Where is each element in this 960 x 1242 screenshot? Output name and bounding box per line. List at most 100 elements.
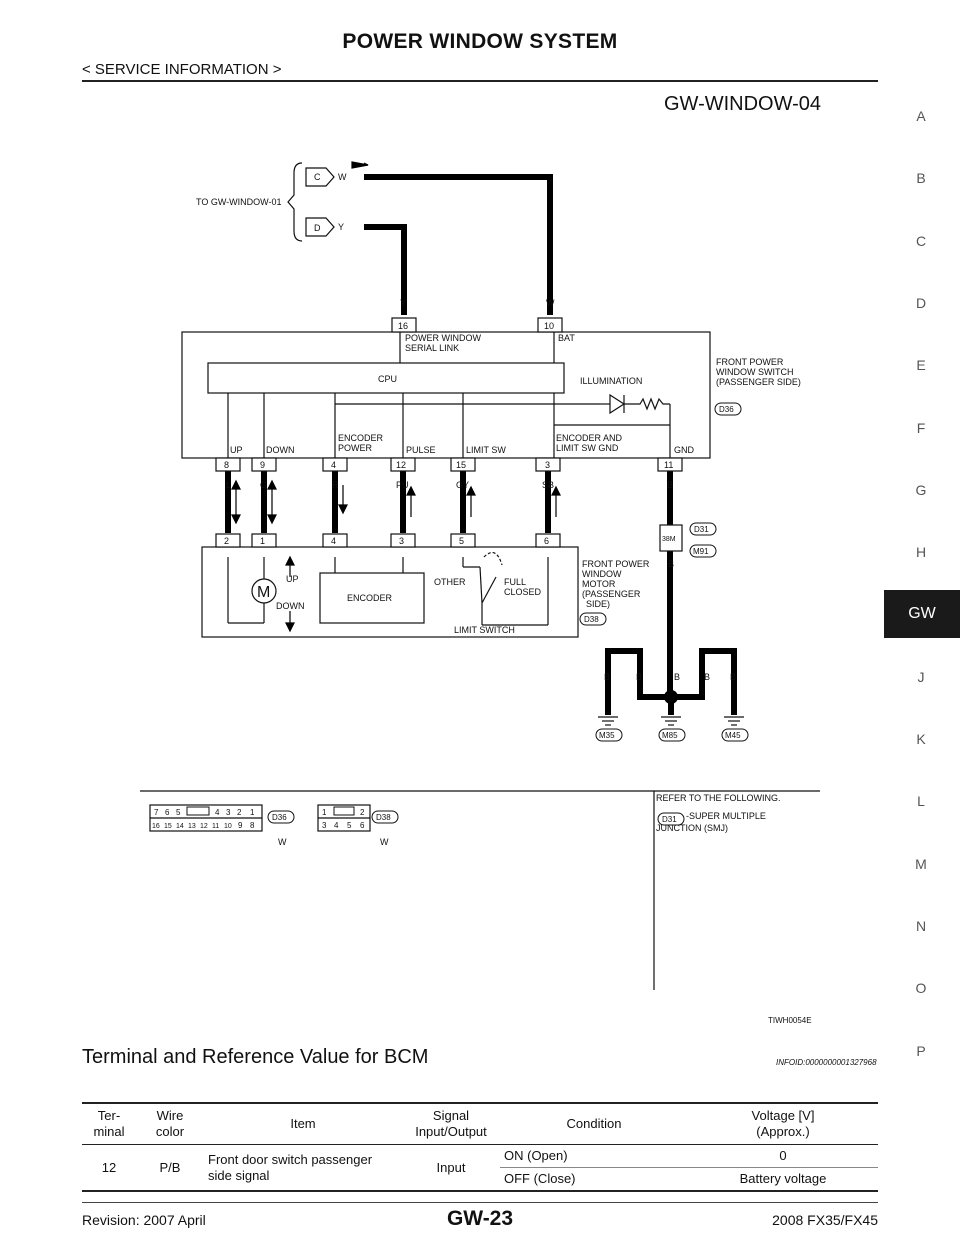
header-voltage-text: Voltage [V] (Approx.) xyxy=(751,1108,815,1139)
illumination-label: ILLUMINATION xyxy=(580,376,642,386)
header-condition-text: Condition xyxy=(566,1116,622,1131)
motor-conn-tag: D38 xyxy=(584,615,599,624)
switch-pin-10: 10 xyxy=(544,321,554,331)
d36-pin-14: 14 xyxy=(176,823,184,830)
side-index-a[interactable]: A xyxy=(916,108,926,124)
cell-item: Front door switch passenger side signal xyxy=(204,1144,402,1192)
ground-m85: M85 xyxy=(662,731,678,740)
motor-pin-1: 1 xyxy=(260,536,265,546)
wire-color-b: B xyxy=(667,480,673,490)
serial-link-label-2: SERIAL LINK xyxy=(405,343,459,353)
d36-pin-5: 5 xyxy=(176,808,181,817)
cell-voltage-1: 0 xyxy=(688,1144,878,1168)
func-gnd: GND xyxy=(674,445,695,455)
motor-pin-2: 2 xyxy=(224,536,229,546)
full-closed-2: CLOSED xyxy=(504,587,542,597)
d36-pin-2: 2 xyxy=(237,808,242,817)
wire-y-label-2: Y xyxy=(400,298,406,308)
section-label: < SERVICE INFORMATION > xyxy=(82,61,282,78)
header-item: Item xyxy=(204,1102,402,1145)
cell-voltage-2: Battery voltage xyxy=(688,1167,878,1192)
bat-label: BAT xyxy=(558,333,575,343)
side-index-b[interactable]: B xyxy=(916,170,926,187)
d38-pin-2: 2 xyxy=(360,808,365,817)
side-index-g[interactable]: G xyxy=(915,481,927,498)
side-index-f[interactable]: F xyxy=(916,419,926,436)
switch-pin-16: 16 xyxy=(398,321,408,331)
side-index-gw[interactable]: GW xyxy=(884,590,960,639)
func-down: DOWN xyxy=(266,445,295,455)
smj-conn2-tag: M91 xyxy=(693,547,709,556)
switch-pin-15: 15 xyxy=(456,460,466,470)
switch-pin-9: 9 xyxy=(260,460,265,470)
cell-wire: P/B xyxy=(136,1144,204,1192)
wire-y-label: Y xyxy=(338,222,344,232)
switch-pin-8: 8 xyxy=(224,460,229,470)
side-index-p[interactable]: P xyxy=(916,1042,926,1059)
func-enc-power-1: ENCODER xyxy=(338,433,384,443)
switch-pin-11: 11 xyxy=(664,460,673,470)
motor-name-1: FRONT POWER xyxy=(582,559,650,569)
page-number: GW-23 xyxy=(446,1207,514,1230)
d36-face-tag: D36 xyxy=(272,813,287,822)
revision-label: Revision: 2007 April xyxy=(82,1212,206,1228)
wire-color-l: L xyxy=(226,480,231,490)
header-wire-color-text: Wire color xyxy=(155,1108,185,1139)
d36-pin-6: 6 xyxy=(165,808,170,817)
model-label: 2008 FX35/FX45 xyxy=(772,1212,878,1228)
side-index-d[interactable]: D xyxy=(915,294,927,311)
d38-pin-6: 6 xyxy=(360,821,365,830)
header-rule xyxy=(82,80,878,82)
wire-w-label-2: W xyxy=(546,298,555,308)
side-index: A B C D E F G H GW J K L M N O P xyxy=(882,0,960,1242)
wiring-diagram: TO GW-WINDOW-01 C D W Y Y W 16 10 POWER … xyxy=(140,161,820,990)
header-signal-text: Signal Input/Output xyxy=(415,1108,487,1139)
cell-terminal: 12 xyxy=(82,1144,136,1192)
motor-name-3: MOTOR xyxy=(582,579,616,589)
side-index-h[interactable]: H xyxy=(915,544,927,561)
terminal-reference-table: Ter- minal Wire color Item Signal Input/… xyxy=(82,1102,878,1192)
other-label: OTHER xyxy=(434,577,466,587)
switch-pin-12: 12 xyxy=(396,460,406,470)
motor-pin-5: 5 xyxy=(459,536,464,546)
d36-pin-9: 9 xyxy=(238,821,243,830)
section-heading: Terminal and Reference Value for BCM xyxy=(82,1046,429,1068)
motor-pin-3: 3 xyxy=(399,536,404,546)
d36-pin-13: 13 xyxy=(188,823,196,830)
refer-text-2: JUNCTION (SMJ) xyxy=(656,823,728,833)
page-title: POWER WINDOW SYSTEM xyxy=(342,30,618,53)
info-id: INFOID:0000000001327968 xyxy=(776,1058,877,1067)
d38-face-tag: D38 xyxy=(376,813,391,822)
d36-pin-3: 3 xyxy=(226,808,231,817)
d36-pin-16: 16 xyxy=(152,823,160,830)
header-item-text: Item xyxy=(290,1116,316,1131)
switch-pin-3: 3 xyxy=(545,460,550,470)
d36-pin-11: 11 xyxy=(212,823,219,830)
switch-pin-4: 4 xyxy=(331,460,336,470)
d36-pin-15: 15 xyxy=(164,823,172,830)
encoder-label: ENCODER xyxy=(347,593,393,603)
motor-name-5: SIDE) xyxy=(586,599,610,609)
switch-conn-tag: D36 xyxy=(719,405,734,414)
side-index-n[interactable]: N xyxy=(915,917,927,934)
ground-wire-1: B xyxy=(604,672,610,682)
figure-code: TIWH0054E xyxy=(768,1016,812,1025)
refer-title: REFER TO THE FOLLOWING. xyxy=(656,793,781,803)
side-index-j[interactable]: J xyxy=(917,668,925,685)
smj-wire-label: B xyxy=(668,559,674,569)
d38-pin-3: 3 xyxy=(322,821,327,830)
side-index-k[interactable]: K xyxy=(916,731,926,747)
d38-face-color: W xyxy=(380,837,389,847)
refer-text-1: -SUPER MULTIPLE xyxy=(686,811,766,821)
side-index-l[interactable]: L xyxy=(917,793,925,810)
header-condition: Condition xyxy=(500,1102,688,1145)
diagram-id: GW-WINDOW-04 xyxy=(664,93,822,115)
motor-pin-4: 4 xyxy=(331,536,336,546)
d36-pin-7: 7 xyxy=(154,808,159,817)
motor-name-2: WINDOW xyxy=(582,569,622,579)
wire-color-r: R xyxy=(332,480,339,490)
side-index-c[interactable]: C xyxy=(915,232,927,249)
side-index-o[interactable]: O xyxy=(915,980,927,997)
side-index-m[interactable]: M xyxy=(915,855,927,872)
side-index-e[interactable]: E xyxy=(916,357,926,374)
